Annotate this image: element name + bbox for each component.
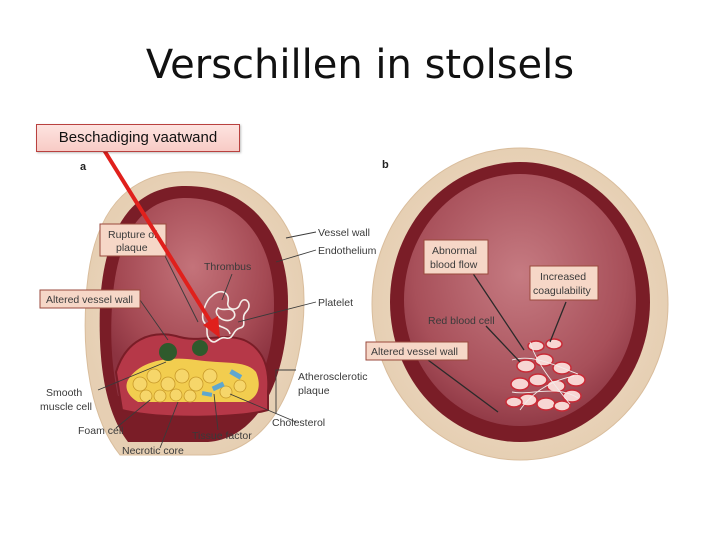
panel-a: a [39, 161, 377, 457]
smooth-muscle-cells [159, 340, 208, 361]
smooth-muscle-label-2: muscle cell [40, 401, 92, 413]
necrotic-core-label: Necrotic core [122, 445, 184, 457]
altered-vessel-wall-box-b [365, 341, 469, 361]
foam-cell-label: Foam cell [78, 425, 124, 437]
platelet-label: Platelet [318, 297, 353, 309]
abnormal-label-2: blood flow [430, 259, 478, 271]
abnormal-blood-flow-box [423, 239, 489, 275]
increased-coagulability-box [529, 265, 599, 301]
increased-label-2: coagulability [533, 285, 592, 297]
endothelium-label: Endothelium [318, 245, 377, 257]
panel-a-letter: a [80, 161, 87, 173]
increased-label-1: Increased [540, 271, 586, 283]
cholesterol-crystals [201, 369, 243, 397]
cholesterol-label: Cholesterol [272, 417, 325, 429]
rupture-label-2: plaque [116, 242, 148, 254]
fibrin-strands-b [511, 341, 579, 411]
thrombus-label: Thrombus [204, 261, 251, 273]
atherosclerotic-label-2: plaque [298, 385, 330, 397]
annotation-arrow [102, 148, 220, 338]
panel-b-letter: b [382, 159, 389, 171]
panel-a-leader-lines [97, 231, 317, 449]
atherosclerotic-label-1: Atherosclerotic [298, 371, 367, 383]
abnormal-label-1: Abnormal [432, 245, 477, 257]
altered-vessel-wall-box-a [39, 289, 141, 309]
vessel-b-lumen [404, 174, 636, 426]
panel-b-leader-lines [427, 271, 567, 413]
tissue-factor-label: Tissue factor [192, 430, 252, 442]
vessel-wall-label: Vessel wall [318, 227, 370, 239]
smooth-muscle-label-1: Smooth [46, 387, 82, 399]
slide-title: Verschillen in stolsels [145, 42, 575, 88]
rupture-label-1: Rupture of [108, 229, 157, 241]
altered-vessel-wall-label-a: Altered vessel wall [46, 294, 133, 306]
damage-vessel-wall-callout: Beschadiging vaatwand [36, 124, 240, 152]
foam-cells [132, 368, 247, 403]
panel-b: b Abnormal blood flow Incre [365, 147, 669, 461]
altered-vessel-wall-label-b: Altered vessel wall [371, 346, 458, 358]
red-blood-cell-label: Red blood cell [428, 315, 495, 327]
